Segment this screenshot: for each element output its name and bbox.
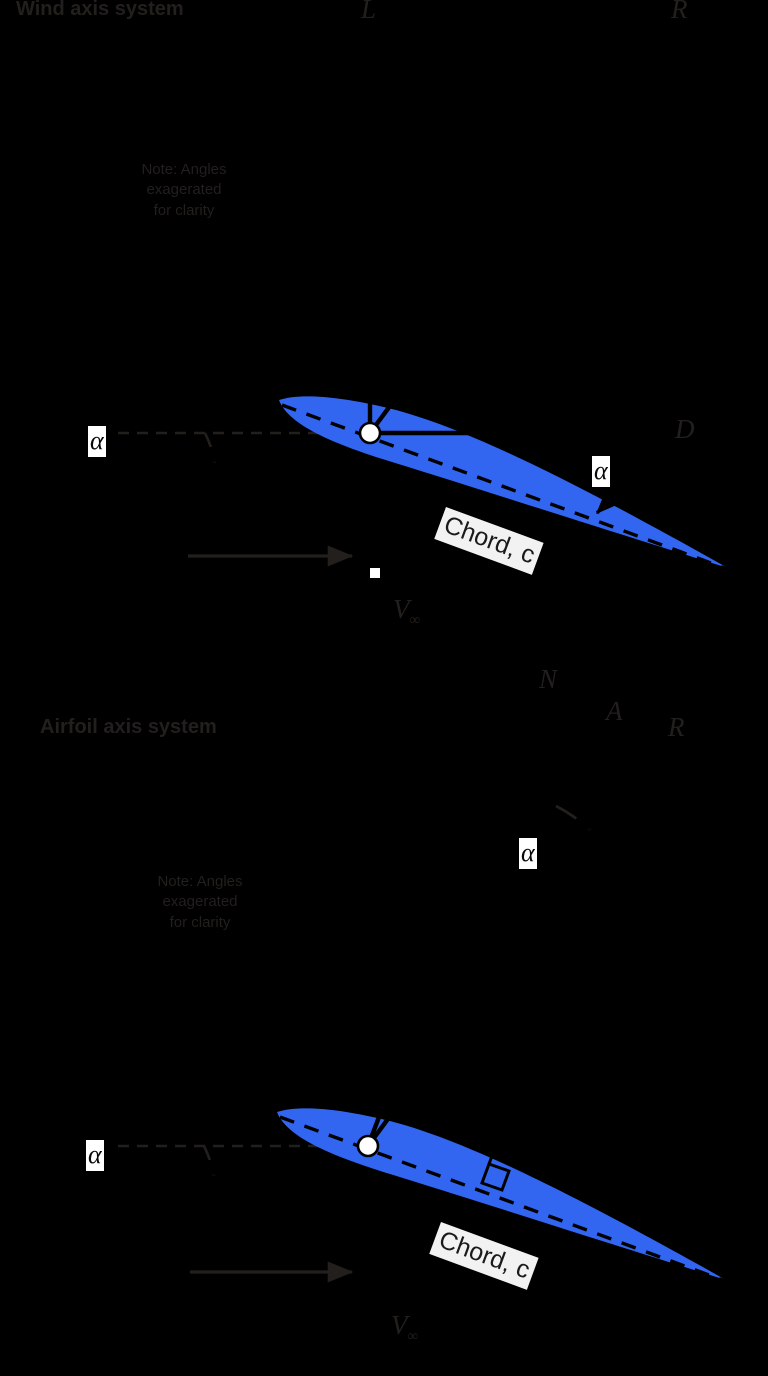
force-label-resultant-airfoil: R <box>668 712 685 742</box>
right-angle-marker-airfoil <box>480 1147 511 1192</box>
panel-heading-wind-axis: Wind axis system <box>16 0 184 20</box>
alpha-angle-arc-leading-airfoil <box>202 1145 218 1178</box>
freestream-symbol-airfoil: V <box>391 1310 408 1340</box>
chord-line-wind <box>281 403 731 572</box>
alpha-angle-arc-leading-wind <box>203 432 219 465</box>
force-label-resultant-wind: R <box>671 0 688 24</box>
angle-label-alpha-chord-wind: α <box>592 456 610 487</box>
freestream-symbol-wind: V <box>393 594 410 624</box>
airfoil-shape-wind <box>279 396 728 568</box>
freestream-subscript-wind: ∞ <box>409 612 421 629</box>
airfoil-shape-airfoil <box>277 1108 726 1280</box>
force-vector-axial-airfoil <box>547 669 618 703</box>
angle-label-alpha-freestream-wind: α <box>88 426 106 457</box>
chord-line-airfoil <box>279 1115 729 1284</box>
right-angle-marker-wind <box>370 568 380 578</box>
force-vector-resultant-airfoil <box>366 726 678 1148</box>
aerodynamic-center-point-wind <box>358 421 382 445</box>
force-vector-normal-airfoil <box>365 670 551 1147</box>
aerodynamic-center-point-airfoil <box>356 1134 380 1158</box>
force-label-drag: D <box>675 414 695 444</box>
freestream-label-wind: V∞ <box>393 594 421 629</box>
force-vector-resultant-wind <box>368 12 682 435</box>
panel-note-airfoil-axis: Note: Angles exagerated for clarity <box>157 873 243 931</box>
force-label-lift: L <box>361 0 377 24</box>
force-label-normal: N <box>539 664 558 694</box>
panel-note-wind-axis: Note: Angles exagerated for clarity <box>141 161 227 219</box>
panel-wind-axis <box>118 8 731 578</box>
freestream-subscript-airfoil: ∞ <box>407 1328 419 1345</box>
panel-heading-airfoil-axis: Airfoil axis system <box>40 716 217 738</box>
panel-airfoil-axis <box>118 669 729 1284</box>
alpha-angle-arc-upper-airfoil <box>555 804 591 832</box>
alpha-angle-arc-chord-wind <box>595 467 622 515</box>
angle-label-alpha-freestream-airfoil: α <box>86 1140 104 1171</box>
force-label-axial: A <box>606 696 623 726</box>
angle-label-alpha-upper-airfoil: α <box>519 838 537 869</box>
freestream-label-airfoil: V∞ <box>391 1310 419 1345</box>
